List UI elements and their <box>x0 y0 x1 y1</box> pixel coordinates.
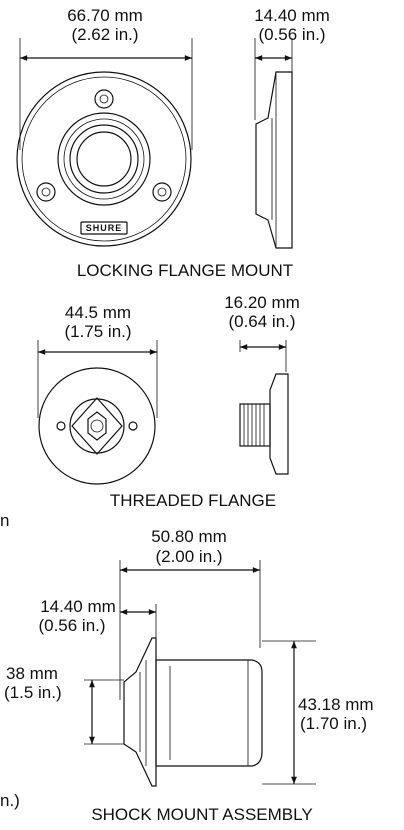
screw-hole-top <box>94 89 114 109</box>
shock-length-in: (2.00 in.) <box>155 547 223 566</box>
shock-flange-mm: 14.40 mm <box>40 597 116 616</box>
threaded-diameter-in: (1.75 in.) <box>64 322 132 341</box>
threaded-flange-front-view <box>37 340 158 485</box>
shure-logo-text: SHURE <box>85 223 123 233</box>
shock-body-diameter-mm: 38 mm <box>6 664 58 683</box>
shock-outer-diameter-in: (1.70 in.) <box>300 714 368 733</box>
locking-diameter-in: (2.62 in.) <box>71 25 139 44</box>
locking-depth-in: (0.56 in.) <box>258 25 326 44</box>
screw-hole-left <box>56 421 66 431</box>
locking-diameter-mm: 66.70 mm <box>67 6 143 25</box>
shock-flange-in: (0.56 in.) <box>38 616 106 635</box>
shock-length-mm: 50.80 mm <box>151 527 227 546</box>
threaded-stud <box>239 403 271 447</box>
locking-flange-front-view <box>16 38 193 247</box>
threaded-depth-mm: 16.20 mm <box>224 293 300 312</box>
locking-depth-mm: 14.40 mm <box>254 6 330 25</box>
socket-ring <box>57 112 151 206</box>
threaded-diameter-mm: 44.5 mm <box>64 303 132 322</box>
locking-flange-caption: LOCKING FLANGE MOUNT <box>76 261 294 280</box>
shock-mount-caption: SHOCK MOUNT ASSEMBLY <box>91 805 313 824</box>
threaded-flange-caption: THREADED FLANGE <box>109 491 277 510</box>
flange-outer-circle <box>38 367 156 485</box>
shock-body-diameter-in: (1.5 in.) <box>4 683 62 702</box>
diamond-plate <box>71 397 123 455</box>
left-bottom-edge-fragment: n.) <box>0 791 20 810</box>
flange-profile <box>269 373 289 475</box>
socket-center <box>76 131 132 187</box>
flange-inner-ring <box>69 398 125 454</box>
shock-mount-side-view <box>84 560 316 787</box>
shock-body <box>155 659 263 767</box>
screw-hole-left <box>36 182 56 202</box>
screw-hole-right <box>128 421 138 431</box>
shure-logo-plate <box>80 221 128 235</box>
threaded-flange-side-view <box>239 340 289 475</box>
threaded-depth-in: (0.64 in.) <box>228 312 296 331</box>
hex-nut <box>87 411 107 441</box>
screw-hole-right <box>152 182 172 202</box>
flange-outer-circle <box>16 71 192 247</box>
left-edge-fragment: n <box>0 511 10 530</box>
flange-profile <box>255 71 293 249</box>
shock-outer-diameter-mm: 43.18 mm <box>298 695 374 714</box>
locking-flange-side-view <box>254 38 293 249</box>
